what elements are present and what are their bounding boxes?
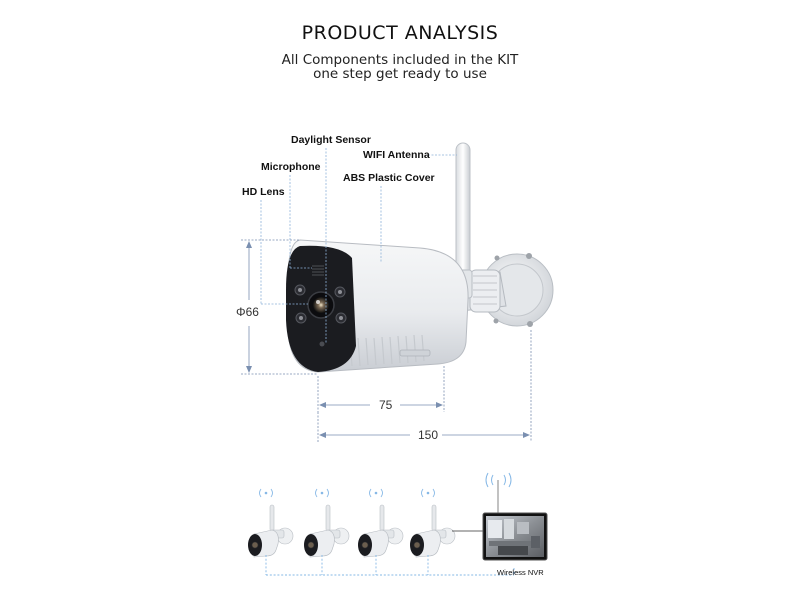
callout-microphone: Microphone — [261, 161, 321, 173]
kit-camera — [410, 488, 456, 558]
callout-hd-lens: HD Lens — [242, 186, 285, 198]
dimension-lines — [241, 239, 532, 442]
hd-lens — [307, 291, 335, 319]
subtitle-line-2: one step get ready to use — [313, 66, 487, 82]
page-title: PRODUCT ANALYSIS — [301, 22, 499, 44]
callout-wifi-antenna: WIFI Antenna — [363, 149, 430, 161]
system-link-lines — [265, 555, 515, 576]
wifi-signal-icon — [259, 488, 273, 498]
dimension-total-length: 150 — [418, 428, 439, 442]
ir-leds — [294, 284, 347, 324]
subtitle-line-1: All Components included in the KIT — [281, 52, 519, 68]
camera-kit-row — [248, 488, 456, 558]
wifi-signal-icon — [315, 488, 329, 498]
callout-abs-cover: ABS Plastic Cover — [343, 172, 435, 184]
kit-camera — [358, 488, 404, 558]
wifi-signal-icon — [421, 488, 435, 498]
dimension-body-length: 75 — [379, 398, 393, 412]
nvr-wifi-icon — [485, 472, 512, 513]
dimension-diameter: Φ66 — [236, 305, 259, 319]
kit-camera — [304, 488, 350, 558]
wireless-nvr-monitor — [482, 472, 548, 561]
nvr-label: Wireless NVR — [497, 568, 544, 577]
camera-face — [286, 245, 356, 372]
microphone-grille — [312, 265, 324, 276]
daylight-sensor — [319, 341, 325, 347]
callout-lines — [260, 148, 457, 344]
callout-daylight-sensor: Daylight Sensor — [291, 134, 371, 146]
kit-camera — [248, 488, 294, 558]
wifi-signal-icon — [369, 488, 383, 498]
